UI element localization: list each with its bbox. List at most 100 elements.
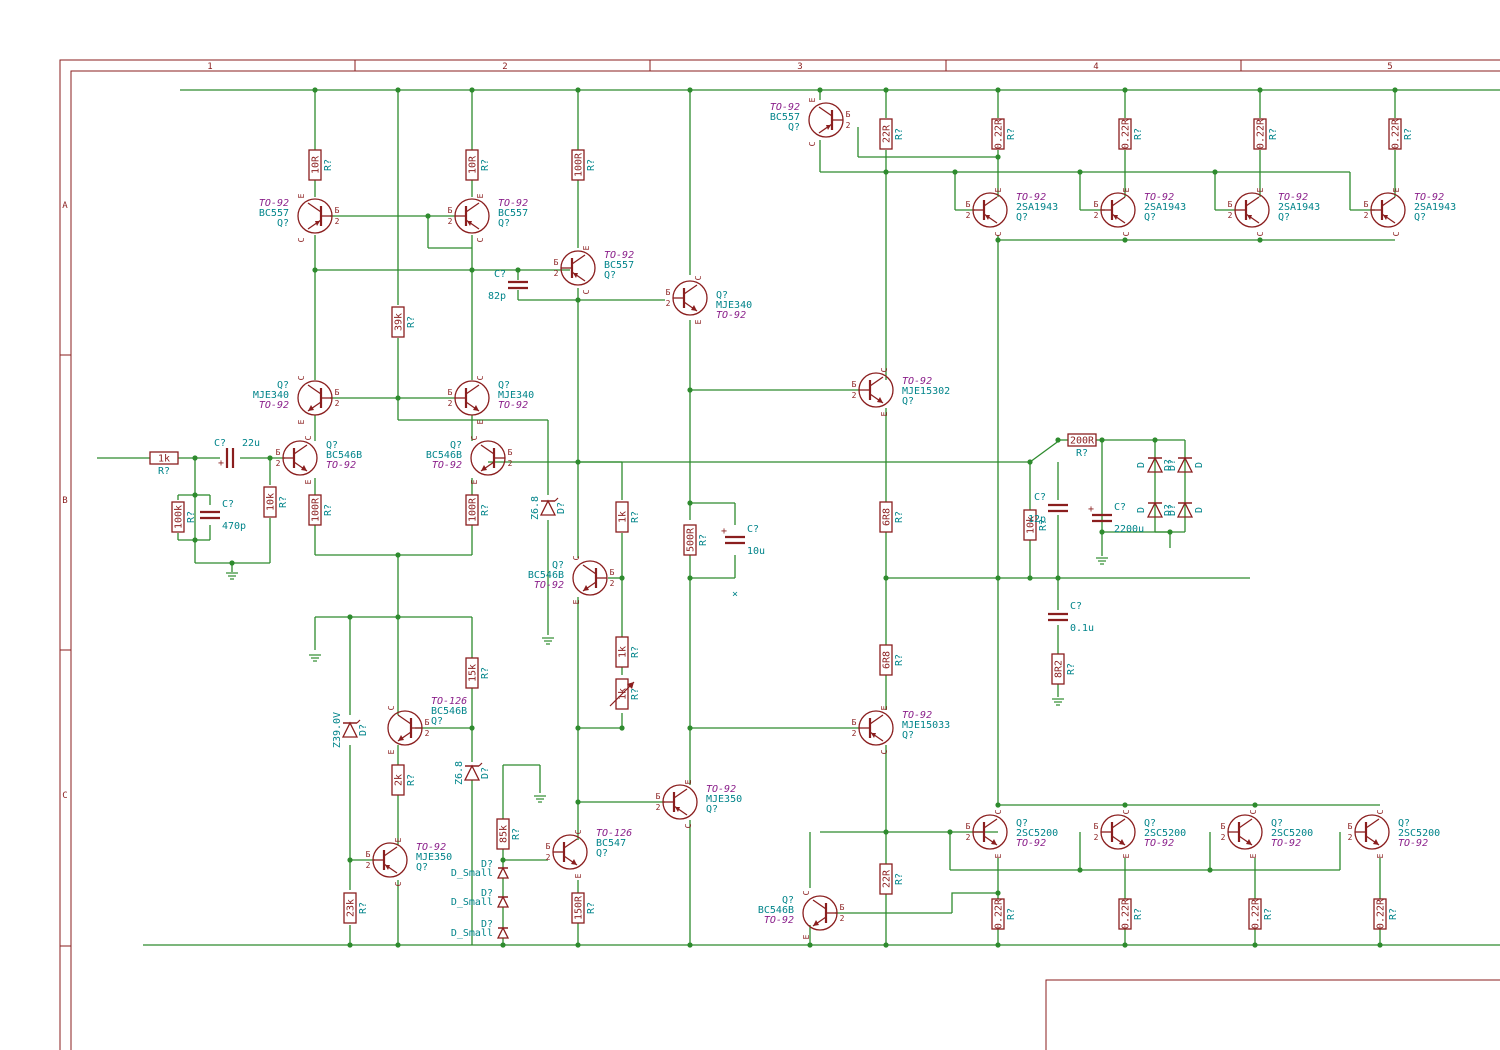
junction-dot (1027, 459, 1033, 465)
pin-label-number: 2 (554, 269, 559, 278)
transistor-part: MJE340 (253, 390, 289, 401)
transistor-part: BC546B (326, 450, 362, 461)
transistor-part: BC546B (758, 905, 794, 916)
resistor-value: 6R8 (882, 651, 893, 669)
transistor-package: TO-92 (716, 310, 746, 321)
junction-dot (575, 799, 581, 805)
junction-dot (267, 455, 273, 461)
junction-dot (1055, 575, 1061, 581)
transistor-package: TO-126 (431, 696, 467, 707)
resistor-value: 0.22R (1256, 118, 1267, 149)
resistor-value: 10R (311, 155, 322, 174)
transistor-part: MJE350 (706, 794, 742, 805)
pin-label-base: Б (1094, 822, 1099, 831)
diode-value: D (1136, 507, 1147, 513)
transistor-ref: Q? (1016, 818, 1028, 829)
pin-label-number: 2 (1094, 211, 1099, 220)
transistor-package: TO-92 (604, 250, 634, 261)
pin-label-top: C (880, 367, 889, 372)
transistor-package: TO-92 (416, 842, 446, 853)
capacitor-ref: C? (222, 499, 234, 510)
frame-row-label: C (62, 791, 67, 801)
capacitor: C?82p (488, 269, 528, 302)
resistor-ref: R? (698, 534, 709, 546)
junction-dot (575, 725, 581, 731)
transistor-part: MJE15302 (902, 386, 950, 397)
pin-label-top: E (297, 193, 306, 198)
ground-symbol (309, 654, 321, 662)
transistor-package: TO-126 (596, 828, 632, 839)
pin-label-bottom: C (1122, 231, 1131, 236)
junction-dot (995, 154, 1001, 160)
resistor-value: 15k (468, 664, 479, 682)
pin-label-number: 2 (656, 803, 661, 812)
junction-dot (687, 725, 693, 731)
resistor-ref: R? (894, 654, 905, 666)
transistor-package: TO-92 (764, 915, 794, 926)
junction-dot (192, 492, 198, 498)
frame-col-label: 3 (797, 62, 802, 72)
pin-label-number: 2 (1348, 833, 1353, 842)
resistor-ref: R? (1268, 128, 1279, 140)
pin-label-bottom: C (994, 231, 1003, 236)
junction-dot (575, 459, 581, 465)
pin-label-base: Б (966, 200, 971, 209)
junction-dot (947, 829, 953, 835)
resistor-value: 10R (468, 155, 479, 174)
pin-label-base: Б (554, 258, 559, 267)
transistor-package: TO-92 (1278, 192, 1308, 203)
transistor-ref: Q? (596, 848, 608, 859)
pin-label-number: 2 (666, 299, 671, 308)
resistor-value: 8R2 (1054, 660, 1065, 678)
transistor-part: 2SC5200 (1271, 828, 1313, 839)
junction-dot (229, 560, 235, 566)
resistor-ref: R? (1006, 908, 1017, 920)
transistor-package: TO-92 (1144, 192, 1174, 203)
resistor-value: 200R (1070, 436, 1095, 447)
transistor-ref: Q? (1414, 212, 1426, 223)
junction-dot (995, 802, 1001, 808)
pin-label-top: C (1376, 809, 1385, 814)
capacitor-value: 470p (222, 521, 246, 532)
transistor-package: TO-92 (259, 400, 289, 411)
resistor-ref: R? (278, 496, 289, 508)
pin-label-top: C (476, 375, 485, 380)
junction-dot (500, 857, 506, 863)
resistor-ref: R? (480, 504, 491, 516)
diode-ref: D? (1167, 504, 1178, 516)
junction-dot (395, 614, 401, 620)
transistor-part: 2SA1943 (1144, 202, 1186, 213)
transistor-ref: Q? (1398, 818, 1410, 829)
resistor-ref: R? (894, 128, 905, 140)
transistor-ref: Q? (1144, 212, 1156, 223)
resistor-ref: R? (323, 504, 334, 516)
pin-label-number: 2 (966, 833, 971, 842)
frame-col-label: 2 (502, 62, 507, 72)
pin-label-number: 2 (852, 729, 857, 738)
transistor-part: MJE340 (498, 390, 534, 401)
transistor-part: 2SA1943 (1016, 202, 1058, 213)
resistor-value: 0.22R (1251, 898, 1262, 929)
pin-label-bottom: E (1249, 853, 1258, 858)
junction-dot (575, 942, 581, 948)
junction-dot (995, 942, 1001, 948)
junction-dot (395, 87, 401, 93)
diode-ref: D? (481, 919, 493, 930)
junction-dot (469, 87, 475, 93)
wires (97, 89, 1500, 946)
transistor-ref: Q? (902, 396, 914, 407)
transistor-ref: Q? (716, 290, 728, 301)
